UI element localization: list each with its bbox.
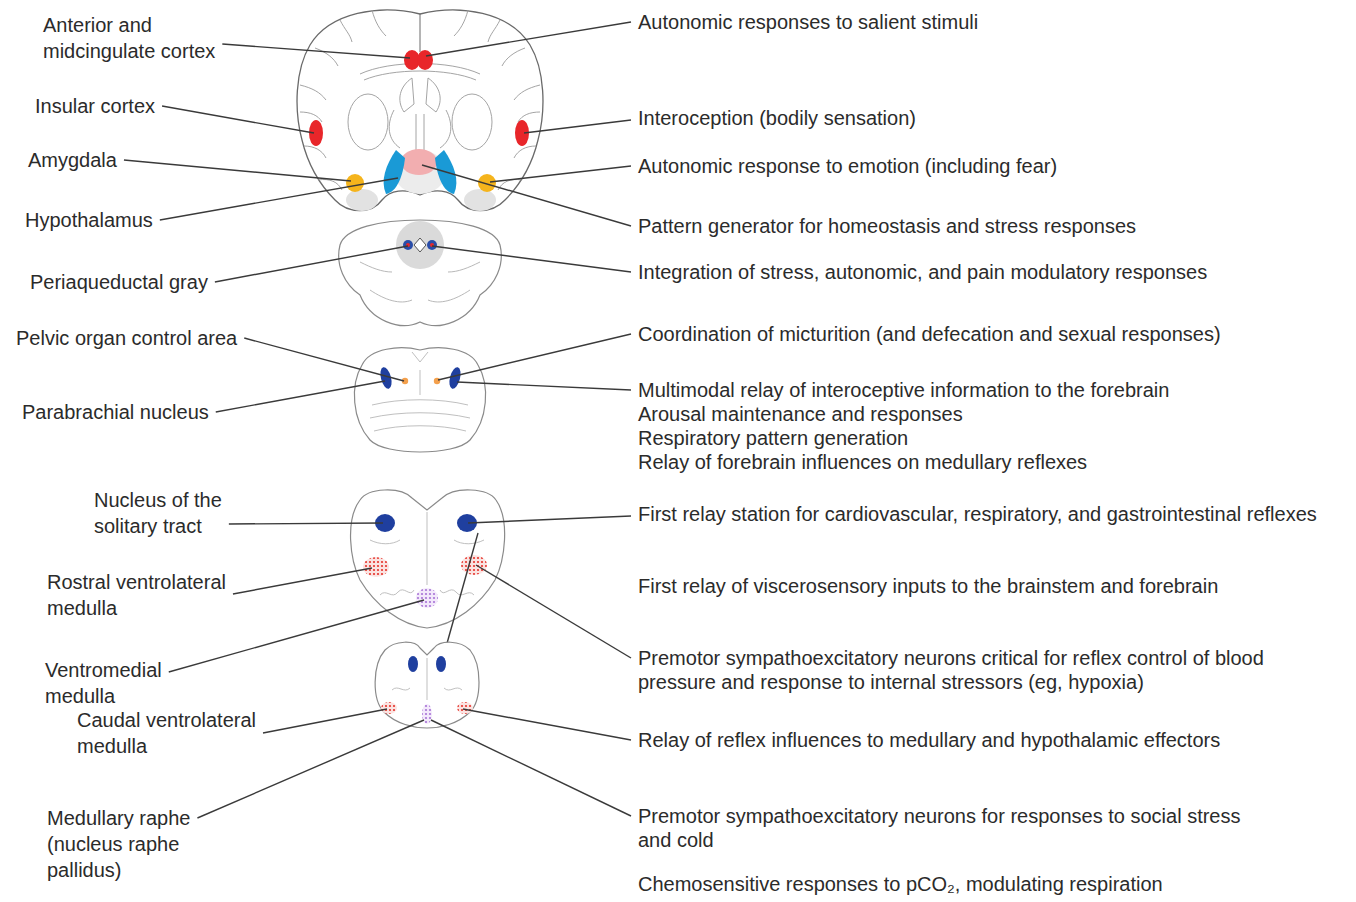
function-label: Premotor sympathoexcitatory neurons for … <box>638 804 1253 852</box>
function-label: Autonomic response to emotion (including… <box>638 154 1057 178</box>
leader-line <box>215 246 408 282</box>
leader-line <box>524 120 631 133</box>
function-label: Chemosensitive responses to pCO₂, modula… <box>638 872 1163 896</box>
region-label: Ventromedial medulla <box>45 657 205 709</box>
leader-line <box>476 565 631 658</box>
leader-line <box>233 568 372 594</box>
leader-line <box>244 338 404 381</box>
leader-line <box>426 22 631 56</box>
function-label: Arousal maintenance and responses <box>638 402 963 426</box>
function-label: Autonomic responses to salient stimuli <box>638 10 978 34</box>
leader-line <box>229 523 383 524</box>
region-label: Nucleus of the solitary tract <box>94 487 254 539</box>
function-label: Coordination of micturition (and defecat… <box>638 322 1221 346</box>
midbrain-section <box>339 220 502 326</box>
function-label: Interoception (bodily sensation) <box>638 106 916 130</box>
pons-section <box>354 348 485 452</box>
leader-line <box>463 709 631 740</box>
function-label: Premotor sympathoexcitatory neurons crit… <box>638 646 1328 694</box>
leader-line <box>197 720 424 818</box>
leader-line <box>216 381 385 412</box>
leader-line <box>457 382 631 390</box>
function-label: Multimodal relay of interoceptive inform… <box>638 378 1169 402</box>
function-label: Integration of stress, autonomic, and pa… <box>638 260 1207 284</box>
region-label: Caudal ventrolateral medulla <box>77 707 317 759</box>
caudal-medulla-section <box>375 642 479 728</box>
leader-line <box>432 246 631 272</box>
leader-line <box>422 165 631 226</box>
rostral-medulla-section <box>351 490 505 654</box>
function-label: First relay of viscerosensory inputs to … <box>638 574 1218 598</box>
leader-line <box>160 178 398 220</box>
region-label: Periaqueductal gray <box>30 269 208 295</box>
leader-line <box>124 160 351 181</box>
region-label: Anterior and midcingulate cortex <box>43 12 263 64</box>
leader-line <box>169 600 424 672</box>
leader-line <box>431 720 631 816</box>
region-label: Parabrachial nucleus <box>22 399 209 425</box>
leader-line <box>263 709 387 733</box>
function-label: Relay of reflex influences to medullary … <box>638 728 1220 752</box>
leader-line <box>162 106 314 133</box>
leader-line <box>468 516 631 523</box>
function-label: Pattern generator for homeostasis and st… <box>638 214 1136 238</box>
region-label: Pelvic organ control area <box>16 325 237 351</box>
leader-line <box>490 166 631 182</box>
leader-line <box>438 334 631 380</box>
leader-line <box>222 44 410 58</box>
function-label: Relay of forebrain influences on medulla… <box>638 450 1087 474</box>
function-label: First relay station for cardiovascular, … <box>638 502 1328 526</box>
function-label: Respiratory pattern generation <box>638 426 908 450</box>
region-label: Rostral ventrolateral medulla <box>47 569 277 621</box>
region-label: Hypothalamus <box>25 207 153 233</box>
region-label: Insular cortex <box>35 93 155 119</box>
region-label: Amygdala <box>28 147 117 173</box>
region-label: Medullary raphe (nucleus raphe pallidus) <box>47 805 237 883</box>
